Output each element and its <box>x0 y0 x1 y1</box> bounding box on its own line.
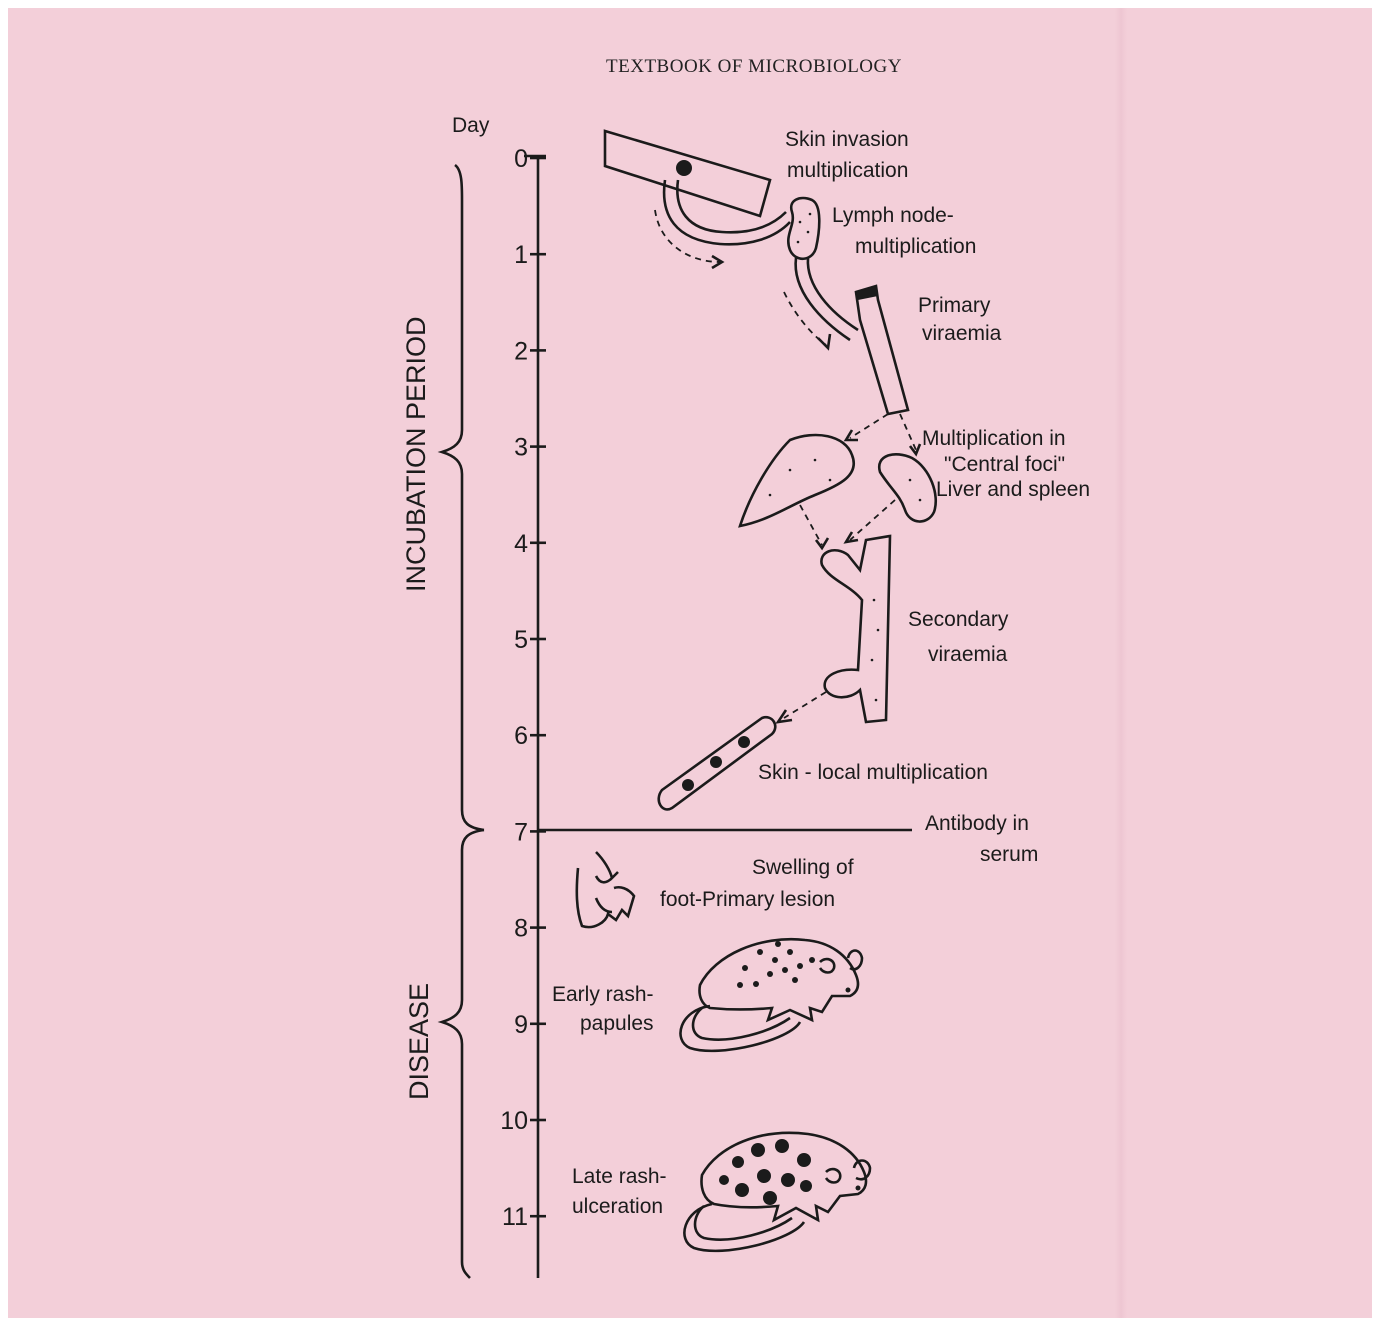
day-tick-label: 0 <box>514 145 528 173</box>
disease-brace <box>442 830 484 1278</box>
day-tick-label: 10 <box>500 1107 528 1135</box>
mouse-icon <box>680 939 862 1051</box>
label-primary-viraemia: Primary viraemia <box>918 294 1002 345</box>
label-central-foci: Multiplication in "Central foci" Liver a… <box>922 427 1090 501</box>
label-swelling: Swelling of foot-Primary lesion <box>660 856 854 911</box>
label-antibody: Antibody in serum <box>925 812 1038 866</box>
svg-text:Multiplication in: Multiplication in <box>922 427 1066 450</box>
foot-icon <box>577 852 634 927</box>
day-tick-label: 2 <box>514 337 528 365</box>
svg-text:serum: serum <box>980 843 1038 866</box>
day-tick-label: 9 <box>514 1011 528 1039</box>
secondary-vessel-icon <box>778 536 890 722</box>
skin-section-icon <box>605 131 790 268</box>
label-secondary-viraemia: Secondary viraemia <box>908 608 1009 666</box>
svg-text:foot-Primary lesion: foot-Primary lesion <box>660 888 835 911</box>
svg-text:papules: papules <box>580 1012 654 1035</box>
svg-text:Late rash-: Late rash- <box>572 1165 667 1188</box>
label-skin-invasion: Skin invasion multiplication <box>785 128 909 182</box>
label-lymph-node: Lymph node- multiplication <box>832 204 976 258</box>
svg-text:multiplication: multiplication <box>855 235 976 258</box>
svg-text:viraemia: viraemia <box>922 322 1002 345</box>
label-late-rash: Late rash- ulceration <box>572 1165 667 1218</box>
mouse-icon <box>684 1133 870 1251</box>
svg-text:viraemia: viraemia <box>928 643 1008 666</box>
day-tick-label: 4 <box>514 530 528 558</box>
axis-label-day: Day <box>452 114 490 137</box>
day-tick-label: 11 <box>502 1203 528 1231</box>
svg-text:multiplication: multiplication <box>787 159 908 182</box>
svg-text:"Central foci": "Central foci" <box>944 453 1065 476</box>
svg-text:Primary: Primary <box>918 294 991 317</box>
spleen-icon <box>846 454 936 542</box>
incubation-period-label: INCUBATION PERIOD <box>401 316 431 592</box>
day-tick-label: 3 <box>514 434 528 462</box>
svg-text:Swelling of: Swelling of <box>752 856 854 879</box>
incubation-brace <box>442 165 484 830</box>
label-early-rash: Early rash- papules <box>552 983 654 1035</box>
blood-vessel-icon <box>846 286 920 454</box>
label-skin-local: Skin - local multiplication <box>758 761 988 784</box>
day-tick-label: 1 <box>514 241 528 269</box>
svg-text:Liver and spleen: Liver and spleen <box>936 478 1090 501</box>
svg-text:ulceration: ulceration <box>572 1195 663 1218</box>
svg-text:Secondary: Secondary <box>908 608 1009 631</box>
disease-label: DISEASE <box>404 983 434 1100</box>
svg-text:Antibody in: Antibody in <box>925 812 1029 835</box>
liver-icon <box>740 435 854 548</box>
day-tick-label: 6 <box>514 722 528 750</box>
day-tick-label: 8 <box>514 915 528 943</box>
day-tick-label: 5 <box>514 626 528 654</box>
svg-text:Early rash-: Early rash- <box>552 983 654 1006</box>
svg-text:Skin invasion: Skin invasion <box>785 128 909 151</box>
svg-text:Lymph node-: Lymph node- <box>832 204 954 227</box>
day-tick-label: 7 <box>514 818 528 846</box>
